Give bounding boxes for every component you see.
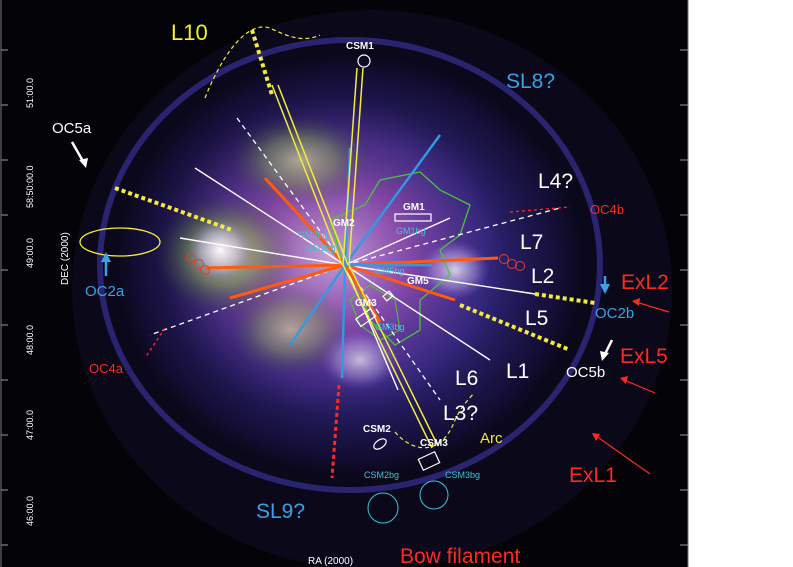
csm2-region: [373, 438, 387, 450]
green-knot-south: [230, 285, 350, 375]
green-knot-north: [230, 115, 370, 205]
csm3bg-region: [419, 480, 449, 510]
arrow-heads: [79, 158, 640, 441]
dec-tick-3: 49:00.0: [25, 238, 35, 268]
yellow-arrows: [271, 67, 439, 449]
blue-rim: [97, 37, 603, 493]
bow-filament-line: [330, 384, 341, 479]
oc2a-region: [79, 227, 161, 257]
label-bow-filament: Bow filament: [400, 545, 520, 567]
label-csm3bg: CSM3bg: [445, 470, 480, 480]
label-gm5: GM5: [407, 276, 429, 287]
green-contour: [329, 171, 471, 346]
label-gm3: GM3: [355, 298, 377, 309]
label-sl8: SL8?: [506, 70, 555, 93]
dec-tick-labels: 51:00.0 58:50:00.0 49:00.0 48:00.0 47:00…: [25, 78, 35, 526]
l10-curve: [204, 26, 321, 99]
label-gm2bg: GM2bg: [298, 230, 328, 240]
red-circles-east: [499, 254, 525, 271]
tick-marks: [1, 49, 688, 546]
label-gm2bg-b: GM2bg: [306, 243, 336, 253]
gm5-region: [382, 290, 394, 302]
label-exl5: ExL5: [620, 345, 668, 368]
dec-tick-2: 58:50:00.0: [25, 165, 35, 208]
yellow-dotted-lines: [114, 29, 596, 352]
label-csm2bg: CSM2bg: [364, 470, 399, 480]
bright-knot-south: [320, 330, 400, 390]
red-dashed-arrows: [144, 206, 571, 359]
label-gm1: GM1: [403, 202, 425, 213]
csm2bg-region: [367, 492, 399, 524]
label-l10: L10: [171, 20, 208, 45]
label-oc4a: OC4a: [89, 361, 124, 376]
label-gm3bg: GM3bg: [375, 322, 405, 332]
label-oc2b: OC2b: [595, 305, 634, 322]
label-l6: L6: [455, 367, 478, 390]
label-l2: L2: [531, 265, 554, 288]
label-l1: L1: [506, 360, 529, 383]
label-gm5bg: GM5bg: [375, 266, 405, 276]
white-lines: [179, 167, 536, 391]
label-csm2: CSM2: [363, 424, 391, 435]
gm3-region: [354, 307, 377, 328]
gm1-region: [394, 213, 432, 222]
label-arc: Arc: [480, 430, 503, 447]
ra-axis-label: RA (2000): [308, 556, 353, 567]
csm1-region: [357, 54, 371, 68]
bright-knot-west: [188, 220, 252, 280]
label-l5: L5: [525, 307, 548, 330]
label-gm1bg: GM1bg: [396, 226, 426, 236]
red-circles-west: [186, 253, 210, 275]
cyan-arrows: [289, 134, 441, 379]
dec-tick-1: 51:00.0: [25, 78, 35, 108]
label-l7: L7: [520, 231, 543, 254]
dec-axis-label: DEC (2000): [60, 232, 71, 285]
label-csm1: CSM1: [346, 41, 374, 52]
label-oc2a: OC2a: [85, 283, 125, 300]
dec-tick-4: 48:00.0: [25, 325, 35, 355]
label-exl2: ExL2: [621, 271, 669, 294]
label-oc5b: OC5b: [566, 364, 605, 381]
label-oc5a: OC5a: [52, 120, 92, 137]
label-oc4b: OC4b: [590, 202, 624, 217]
dec-tick-6: 46:00.0: [25, 496, 35, 526]
label-csm3: CSM3: [420, 438, 448, 449]
label-l3: L3?: [443, 402, 478, 425]
label-sl9: SL9?: [256, 500, 305, 523]
csm3-region: [417, 450, 441, 472]
label-gm2: GM2: [333, 218, 355, 229]
label-l4: L4?: [538, 170, 573, 193]
label-exl1: ExL1: [569, 464, 617, 487]
dec-tick-5: 47:00.0: [25, 410, 35, 440]
arc-curve: [394, 392, 475, 449]
